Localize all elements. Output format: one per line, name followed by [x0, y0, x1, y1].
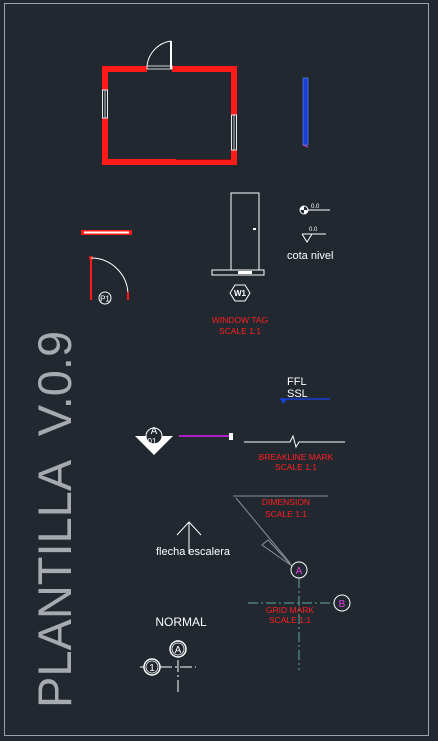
wall-bottom: [102, 159, 237, 165]
section-mark-number: 01: [148, 437, 157, 446]
ffl-triangle: [280, 399, 287, 404]
window-plan-sill: [211, 269, 265, 276]
door-symbol-block[interactable]: P1: [81, 230, 132, 305]
grid-bubble-b-text: B: [339, 599, 346, 610]
level-marks-block[interactable]: 0.0 0.0 cota nivel: [287, 204, 333, 262]
section-cut-end: [229, 433, 233, 440]
normal-bubble-a-inner: [171, 642, 185, 656]
normal-label: NORMAL: [155, 615, 207, 629]
grid-bubble-a-text: A: [296, 566, 303, 577]
wall-right-upper: [231, 66, 237, 115]
dimension-scale: SCALE 1:1: [265, 509, 307, 519]
dimension-block[interactable]: DIMENSION SCALE 1:1: [233, 495, 328, 567]
window-tag-label: WINDOW TAG: [212, 315, 268, 325]
normal-block[interactable]: NORMAL A 1: [140, 615, 207, 692]
wall-right-lower: [231, 150, 237, 165]
sheet-title: PLANTILLA V.0.9: [28, 331, 81, 708]
blue-wall-block[interactable]: [302, 77, 309, 148]
breakline-block[interactable]: BREAKLINE MARK SCALE 1:1: [244, 434, 345, 472]
level-mark-quadrant: [300, 206, 304, 210]
dimension-leader: [235, 497, 291, 564]
grid-mark-block[interactable]: A B GRID MARK SCALE 1:1: [248, 561, 351, 670]
ffl-label: FFL: [287, 376, 307, 388]
level-mark-quadrant-2: [304, 210, 308, 214]
door-tag-text: P1: [100, 295, 110, 304]
window-plan-pane: [238, 271, 252, 274]
grid-bubble-b: [333, 594, 351, 612]
normal-bubble-a-text: A: [175, 645, 182, 656]
stair-arrow-block[interactable]: flecha escalera: [156, 521, 231, 558]
blue-wall-end: [302, 144, 309, 148]
breakline-label: BREAKLINE MARK: [259, 452, 334, 462]
grid-bubble-a: [290, 561, 308, 579]
door-swing-arc: [146, 40, 172, 67]
room-plan-block[interactable]: [102, 40, 237, 165]
section-mark-triangle: [135, 436, 173, 455]
door-tag-bubble: [98, 291, 112, 305]
level-label: cota nivel: [287, 250, 333, 262]
wall-left-lower: [102, 118, 108, 165]
dimension-label: DIMENSION: [262, 497, 310, 507]
stair-label: flecha escalera: [156, 546, 231, 558]
window-tag-block[interactable]: W1 WINDOW TAG SCALE 1:1: [211, 192, 268, 336]
wall-left-upper: [102, 66, 108, 90]
ssl-label: SSL: [287, 388, 308, 400]
door-threshold: [146, 65, 173, 70]
level-mark-triangle: [301, 233, 313, 243]
window-tag-scale: SCALE 1:1: [219, 326, 261, 336]
section-mark-circle: [145, 427, 163, 445]
dimension-arrow-head: [261, 539, 293, 567]
breakline-scale: SCALE 1:1: [275, 462, 317, 472]
wall-top-right: [172, 66, 237, 72]
grid-scale: SCALE 1:1: [269, 615, 311, 625]
door-symbol-arc: [90, 257, 129, 296]
grid-label: GRID MARK: [266, 605, 315, 615]
normal-bubble-1-text: 1: [149, 663, 155, 674]
window-tag-hexagon: [229, 284, 251, 302]
normal-bubble-1-inner: [145, 660, 159, 674]
section-mark-block[interactable]: A 01: [135, 426, 233, 455]
door-elevation: [230, 192, 260, 271]
ffl-block[interactable]: FFL SSL: [280, 376, 330, 404]
blue-wall: [302, 77, 309, 146]
door-elevation-handle: [253, 228, 256, 230]
section-mark-letter: A: [151, 426, 158, 437]
door-wall-segment-inner: [84, 231, 129, 234]
level-value-top: 0.0: [311, 204, 320, 210]
breakline-symbol: [244, 434, 345, 449]
stair-arrow-head: [176, 521, 202, 536]
sheet-frame: [4, 3, 429, 736]
window-tag-symbol: W1: [234, 289, 247, 298]
wall-top-left: [103, 66, 147, 72]
level-value-bottom: 0.0: [309, 227, 318, 233]
